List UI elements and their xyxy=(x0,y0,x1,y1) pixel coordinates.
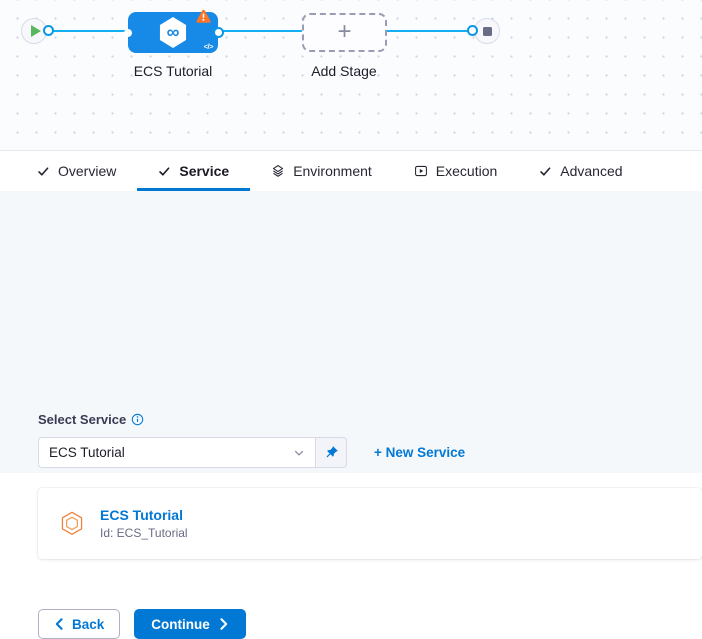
connector-line xyxy=(216,30,304,32)
tab-label: Service xyxy=(179,163,230,179)
environment-layers-icon xyxy=(273,165,284,177)
service-hexagon-icon xyxy=(61,511,83,535)
stage-in-port xyxy=(124,28,132,37)
service-tab-panel: Select Service ECS Tutorial + New Servic… xyxy=(0,191,702,639)
back-label: Back xyxy=(72,616,105,632)
stage-label: ECS Tutorial xyxy=(133,63,213,79)
tab-label: Execution xyxy=(435,163,498,179)
service-card-title: ECS Tutorial xyxy=(100,507,183,523)
pipeline-start-node[interactable] xyxy=(21,18,47,44)
continue-button[interactable]: Continue xyxy=(134,609,246,639)
cd-stage-icon: ∞ xyxy=(159,17,187,48)
info-icon[interactable] xyxy=(131,413,144,426)
stage-tabbar: Overview Service Environment Execution A… xyxy=(0,150,702,191)
service-select-value: ECS Tutorial xyxy=(49,445,125,460)
service-card-id: Id: ECS_Tutorial xyxy=(100,526,188,540)
connector-line xyxy=(46,30,130,32)
select-service-label-row: Select Service xyxy=(38,412,144,427)
tab-label: Advanced xyxy=(560,163,623,179)
new-service-link[interactable]: + New Service xyxy=(374,445,466,460)
check-icon xyxy=(159,166,170,176)
plus-icon: + xyxy=(337,17,352,45)
tab-advanced[interactable]: Advanced xyxy=(518,151,643,191)
tab-execution[interactable]: Execution xyxy=(393,151,518,191)
continue-label: Continue xyxy=(151,616,210,632)
tab-environment[interactable]: Environment xyxy=(250,151,393,191)
service-card-text: ECS Tutorial Id: ECS_Tutorial xyxy=(100,507,188,540)
chevron-left-icon xyxy=(55,618,63,630)
select-service-label: Select Service xyxy=(38,412,127,427)
stage-out-port xyxy=(213,27,224,38)
service-select-row: ECS Tutorial + New Service xyxy=(38,437,465,468)
check-icon xyxy=(540,166,551,176)
add-stage-label: Add Stage xyxy=(311,63,377,79)
back-button[interactable]: Back xyxy=(38,609,121,639)
chevron-right-icon xyxy=(220,618,227,630)
check-icon xyxy=(38,166,49,176)
stop-icon xyxy=(482,26,492,36)
tab-service[interactable]: Service xyxy=(137,151,251,191)
tab-overview[interactable]: Overview xyxy=(16,151,137,191)
start-node-port xyxy=(43,25,54,36)
stage-node-ecs-tutorial[interactable]: ∞ </> xyxy=(124,9,224,53)
end-node-port xyxy=(467,25,478,36)
pipeline-end-node[interactable] xyxy=(474,18,500,44)
code-view-icon[interactable]: </> xyxy=(203,42,214,51)
execution-play-icon xyxy=(414,165,427,177)
service-select[interactable]: ECS Tutorial xyxy=(38,437,316,468)
pipeline-canvas[interactable]: ∞ </> ECS Tutorial + Add Stage xyxy=(0,0,702,150)
play-icon xyxy=(30,25,41,37)
warning-icon xyxy=(196,9,211,23)
connector-line xyxy=(385,30,473,32)
tab-label: Overview xyxy=(58,163,117,179)
pin-button[interactable] xyxy=(316,437,347,468)
footer-actions: Back Continue xyxy=(38,609,246,639)
add-stage-button[interactable]: + xyxy=(302,13,387,52)
chevron-down-icon xyxy=(294,450,304,456)
service-card[interactable]: ECS Tutorial Id: ECS_Tutorial xyxy=(38,488,702,559)
pin-icon xyxy=(326,446,338,458)
tab-label: Environment xyxy=(293,163,372,179)
